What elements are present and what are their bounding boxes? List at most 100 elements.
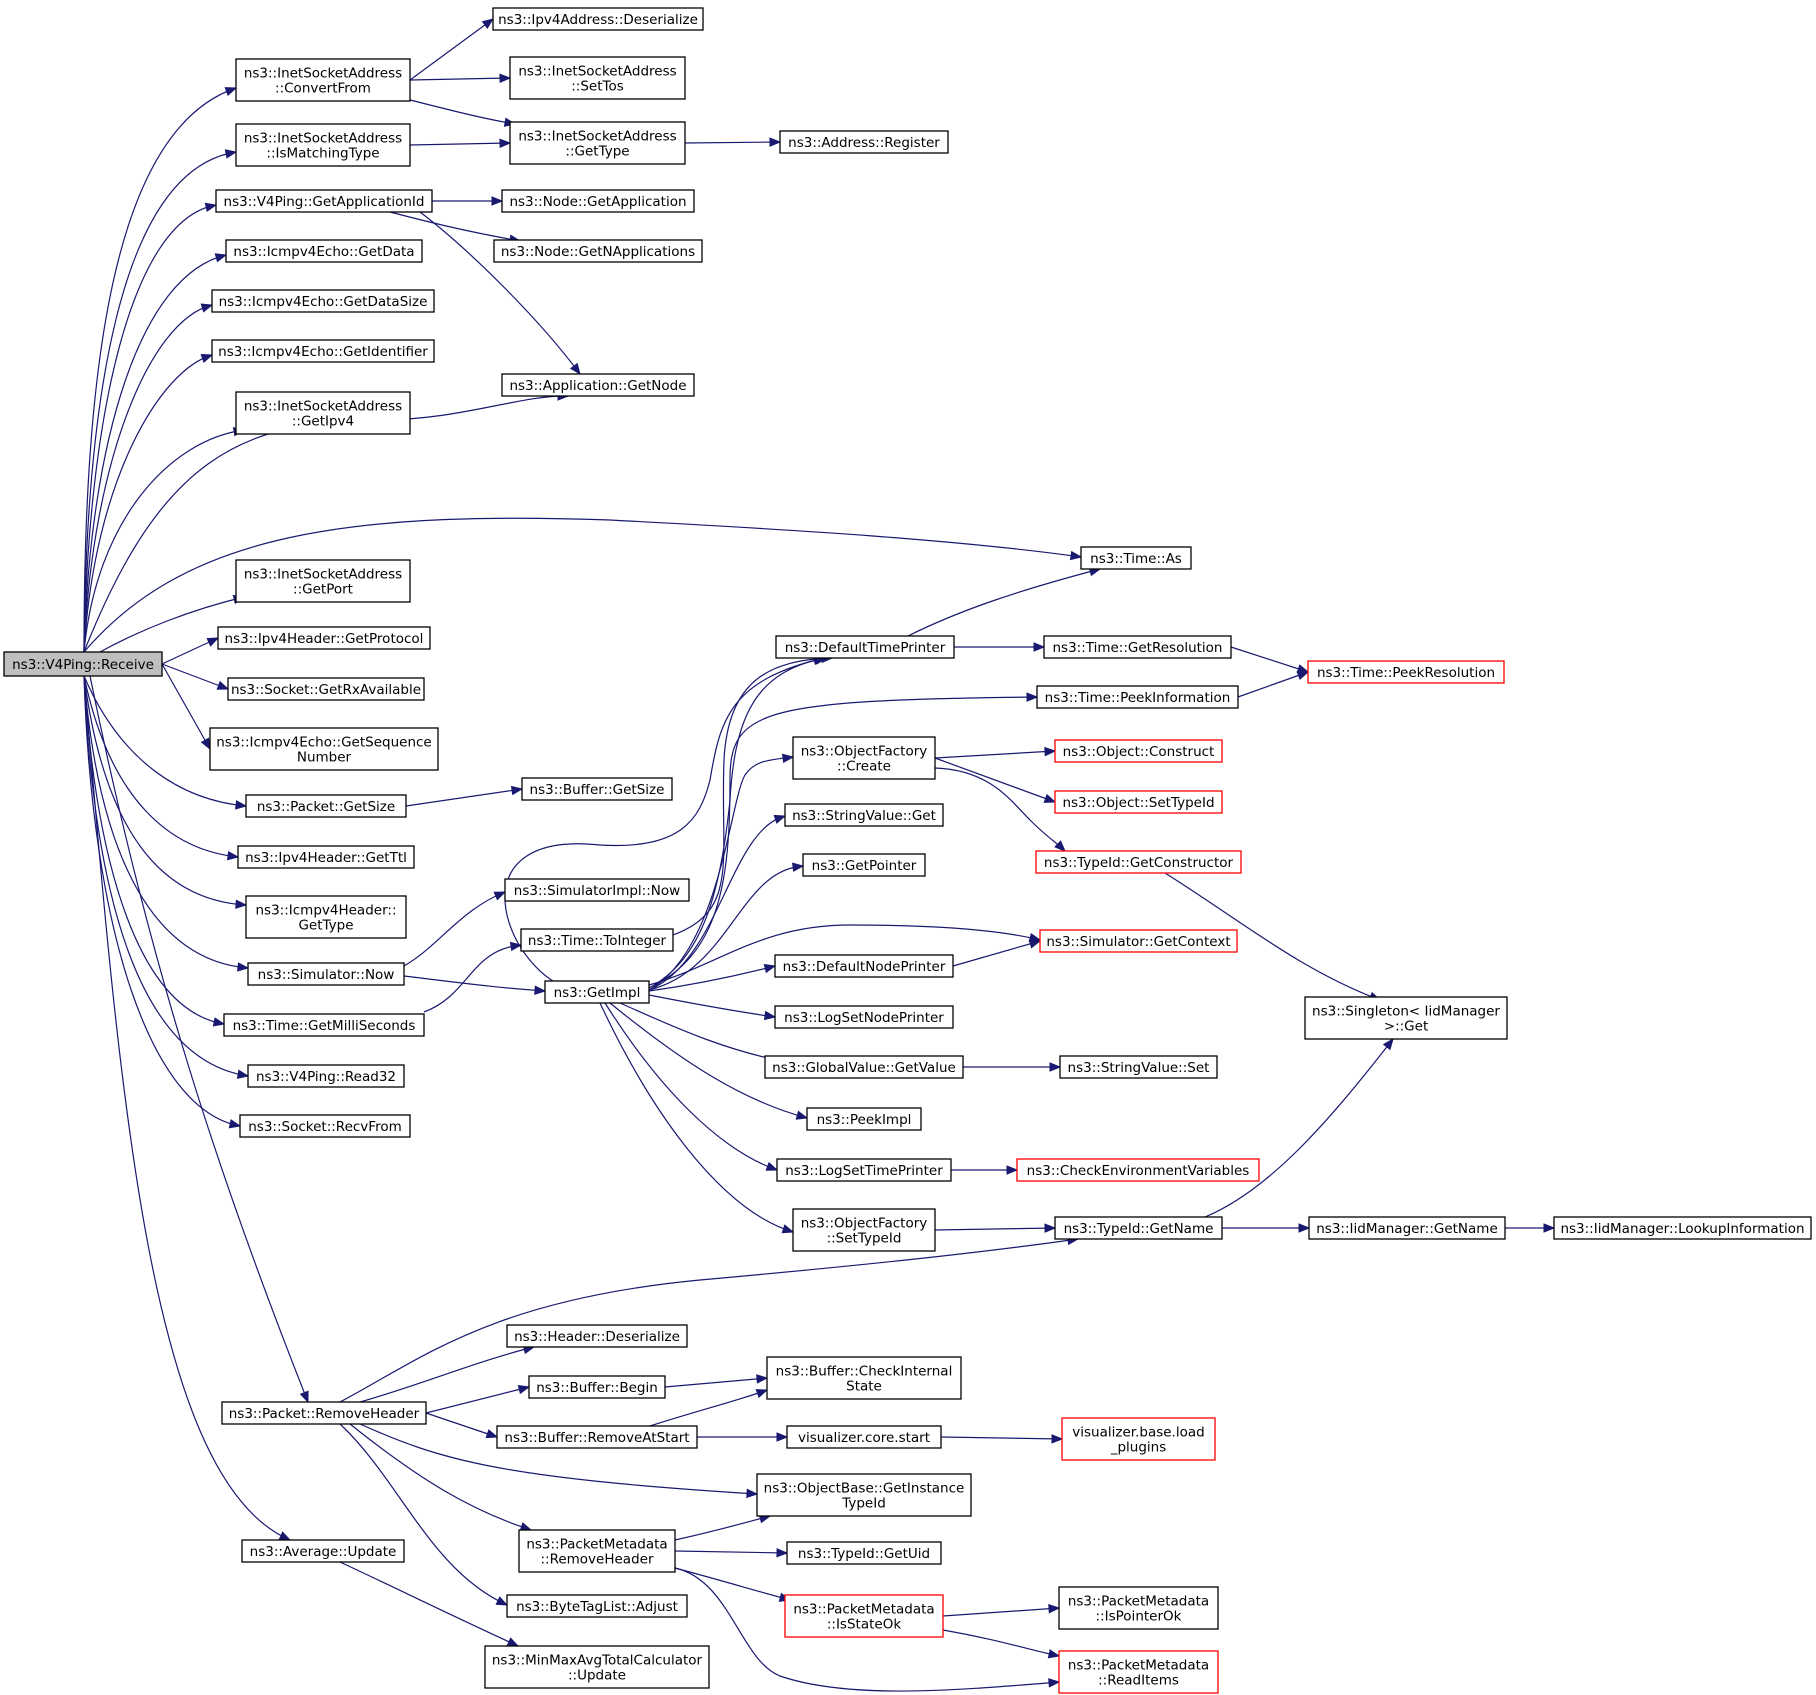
arrowhead-n31-n41 (773, 814, 787, 824)
arrowhead-n68-n69 (1543, 1223, 1556, 1233)
graph-node-n57[interactable]: ns3::Object::SetTypeId (1054, 790, 1223, 814)
graph-node-n21[interactable]: ns3::Ipv4Address::Deserialize (492, 7, 704, 31)
graph-node-n6[interactable]: ns3::Icmpv4Echo::GetIdentifier (211, 339, 435, 363)
graph-node-n23[interactable]: ns3::InetSocketAddress::GetType (509, 121, 686, 165)
graph-node-n53[interactable]: ns3::PacketMetadata::IsStateOk (784, 1594, 944, 1638)
node-box (209, 727, 439, 771)
edge-n35-n51 (674, 1515, 771, 1541)
graph-node-n4[interactable]: ns3::Icmpv4Echo::GetData (225, 239, 423, 263)
graph-node-n18[interactable]: ns3::Socket::RecvFrom (239, 1114, 411, 1138)
graph-node-n8[interactable]: ns3::InetSocketAddress::GetPort (235, 559, 411, 603)
edge-n19-n62 (339, 1238, 1079, 1403)
graph-node-n41[interactable]: ns3::StringValue::Get (784, 803, 944, 827)
graph-node-n24[interactable]: ns3::Node::GetApplication (501, 189, 695, 213)
graph-node-n56[interactable]: ns3::Object::Construct (1054, 739, 1223, 763)
graph-node-n58[interactable]: ns3::TypeId::GetConstructor (1035, 850, 1242, 874)
graph-node-n34[interactable]: ns3::Buffer::RemoveAtStart (496, 1425, 698, 1449)
graph-node-n19[interactable]: ns3::Packet::RemoveHeader (221, 1401, 427, 1425)
graph-node-n28[interactable]: ns3::Buffer::GetSize (521, 777, 673, 801)
graph-node-n59[interactable]: ns3::Simulator::GetContext (1039, 929, 1238, 953)
node-box (802, 853, 926, 877)
graph-node-n69[interactable]: ns3::IidManager::LookupInformation (1553, 1216, 1812, 1240)
graph-node-n68[interactable]: ns3::IidManager::GetName (1308, 1216, 1506, 1240)
graph-node-n38[interactable]: ns3::Address::Register (779, 130, 949, 154)
edge-n31-n48 (599, 1002, 794, 1233)
node-label: ns3::InetSocketAddress (518, 64, 676, 80)
graph-node-n33[interactable]: ns3::Buffer::Begin (528, 1375, 666, 1399)
node-label: visualizer.core.start (798, 1430, 930, 1446)
graph-node-n67[interactable]: ns3::Singleton< IidManager >::Get (1304, 996, 1508, 1040)
node-label: ns3::Time::As (1090, 551, 1182, 567)
node-label: ns3::PacketMetadata (793, 1602, 934, 1618)
graph-node-n1[interactable]: ns3::InetSocketAddress::ConvertFrom (235, 58, 411, 102)
graph-node-n5[interactable]: ns3::Icmpv4Echo::GetDataSize (211, 289, 435, 313)
graph-node-n17[interactable]: ns3::V4Ping::Read32 (247, 1064, 405, 1088)
graph-node-n29[interactable]: ns3::SimulatorImpl::Now (504, 878, 690, 902)
graph-node-n9[interactable]: ns3::Ipv4Header::GetProtocol (217, 626, 431, 650)
graph-node-n16[interactable]: ns3::Time::GetMilliSeconds (223, 1013, 425, 1037)
graph-node-n20[interactable]: ns3::Average::Update (241, 1539, 405, 1563)
graph-node-n42[interactable]: ns3::GetPointer (802, 853, 926, 877)
graph-node-n50[interactable]: visualizer.core.start (786, 1425, 942, 1449)
graph-node-root[interactable]: ns3::V4Ping::Receive (3, 651, 163, 677)
edge-root-n12 (83, 675, 247, 807)
graph-node-n30[interactable]: ns3::Time::ToInteger (520, 928, 674, 952)
arrowhead-root-n15 (237, 962, 250, 972)
graph-node-n10[interactable]: ns3::Socket::GetRxAvailable (227, 677, 425, 701)
node-label: ns3::PacketMetadata (526, 1537, 667, 1553)
graph-node-n12[interactable]: ns3::Packet::GetSize (245, 794, 407, 818)
arrowhead-root-n19 (299, 1390, 309, 1404)
graph-node-n26[interactable]: ns3::Application::GetNode (501, 373, 695, 397)
node-box (247, 962, 405, 986)
graph-node-n37[interactable]: ns3::MinMaxAvgTotalCalculator::Update (484, 1645, 710, 1689)
graph-node-n35[interactable]: ns3::PacketMetadata::RemoveHeader (518, 1529, 676, 1573)
arrowhead-n31-n46 (795, 1110, 809, 1120)
graph-node-n40[interactable]: ns3::ObjectFactory::Create (792, 736, 936, 780)
graph-node-n27[interactable]: ns3::Time::As (1080, 546, 1192, 570)
graph-node-n22[interactable]: ns3::InetSocketAddress::SetTos (509, 56, 686, 100)
graph-node-n13[interactable]: ns3::Ipv4Header::GetTtl (237, 845, 415, 869)
graph-node-n61[interactable]: ns3::CheckEnvironmentVariables (1016, 1158, 1260, 1182)
graph-node-n48[interactable]: ns3::ObjectFactory::SetTypeId (792, 1208, 936, 1252)
graph-node-n44[interactable]: ns3::LogSetNodePrinter (774, 1005, 954, 1029)
graph-node-n14[interactable]: ns3::Icmpv4Header::GetType (245, 895, 407, 939)
node-label: ns3::PeekImpl (817, 1112, 912, 1128)
edge-n31-n41 (648, 815, 786, 991)
edge-root-n18 (83, 675, 241, 1127)
node-label: ns3::Packet::GetSize (257, 799, 395, 815)
graph-node-n52[interactable]: ns3::TypeId::GetUid (786, 1541, 942, 1565)
graph-node-n39[interactable]: ns3::DefaultTimePrinter (775, 635, 955, 659)
edge-n53-n64 (942, 1607, 1060, 1617)
graph-node-n46[interactable]: ns3::PeekImpl (806, 1107, 922, 1131)
edge-n3-n26 (419, 211, 581, 375)
graph-node-n15[interactable]: ns3::Simulator::Now (247, 962, 405, 986)
graph-node-n64[interactable]: ns3::PacketMetadata::IsPointerOk (1058, 1586, 1219, 1630)
graph-node-n55[interactable]: ns3::Time::PeekInformation (1036, 685, 1239, 709)
graph-node-n36[interactable]: ns3::ByteTagList::Adjust (506, 1594, 688, 1618)
graph-node-n3[interactable]: ns3::V4Ping::GetApplicationId (215, 189, 433, 213)
graph-node-n62[interactable]: ns3::TypeId::GetName (1054, 1216, 1223, 1240)
graph-node-n63[interactable]: visualizer.base.load_plugins (1061, 1417, 1216, 1461)
graph-node-n31[interactable]: ns3::GetImpl (544, 980, 650, 1004)
arrowhead-root-n17 (236, 1069, 250, 1079)
graph-node-n60[interactable]: ns3::StringValue::Set (1059, 1055, 1218, 1079)
graph-node-n47[interactable]: ns3::LogSetTimePrinter (776, 1158, 952, 1182)
graph-node-n45[interactable]: ns3::GlobalValue::GetValue (764, 1055, 964, 1079)
graph-node-n54[interactable]: ns3::Time::GetResolution (1043, 635, 1232, 659)
graph-node-n66[interactable]: ns3::Time::PeekResolution (1307, 660, 1505, 684)
node-box (223, 1013, 425, 1037)
graph-node-n7[interactable]: ns3::InetSocketAddress::GetIpv4 (235, 391, 411, 435)
graph-node-n2[interactable]: ns3::InetSocketAddress::IsMatchingType (235, 123, 411, 167)
graph-node-n25[interactable]: ns3::Node::GetNApplications (493, 239, 703, 263)
graph-node-n43[interactable]: ns3::DefaultNodePrinter (774, 954, 954, 978)
node-box (774, 954, 954, 978)
graph-node-n32[interactable]: ns3::Header::Deserialize (506, 1324, 688, 1348)
graph-node-n65[interactable]: ns3::PacketMetadata::ReadItems (1058, 1650, 1219, 1694)
node-box (1043, 635, 1232, 659)
node-box (1307, 660, 1505, 684)
node-box (501, 189, 695, 213)
